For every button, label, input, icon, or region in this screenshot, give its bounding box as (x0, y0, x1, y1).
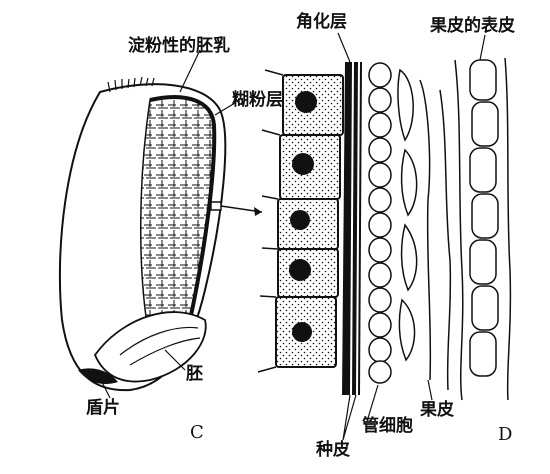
leader-endosperm (179, 49, 201, 93)
leader-cuticle (337, 32, 351, 63)
label-seed-coat: 种皮 (316, 440, 350, 460)
leader-seed-coat (342, 394, 357, 441)
tissue-detail (99, 32, 512, 441)
cuticle-strip (342, 62, 362, 395)
leader-aleurone (214, 102, 236, 116)
pericarp-epidermis-cells (454, 57, 512, 401)
aleurone-band (149, 95, 217, 321)
leader-tube-cells (367, 384, 379, 419)
aleurone-cells (257, 69, 344, 373)
label-cuticle: 角化层 (296, 12, 347, 32)
leader-embryo (164, 349, 186, 371)
label-aleurone: 糊粉层 (232, 90, 283, 110)
label-panel-d: D (498, 424, 513, 445)
embryo-folds (119, 326, 201, 366)
label-scutellum: 盾片 (86, 398, 120, 418)
endosperm-region (140, 96, 215, 346)
embryo-region (93, 311, 207, 383)
label-pericarp-epidermis: 果皮的表皮 (430, 16, 515, 36)
grain-section (58, 76, 263, 392)
label-endosperm: 淀粉性的胚乳 (128, 36, 230, 56)
pericarp-cells (397, 68, 452, 391)
leader-pericarp (427, 379, 433, 401)
tube-cells (368, 62, 392, 384)
label-embryo: 胚 (186, 364, 203, 384)
hairs (107, 76, 155, 93)
scutellum-region (78, 368, 118, 385)
label-pericarp: 果皮 (420, 400, 454, 420)
label-panel-c: C (190, 422, 204, 443)
leader-epidermis (479, 34, 486, 61)
label-tube-cells: 管细胞 (362, 416, 413, 436)
section-marker (210, 201, 222, 211)
leader-scutellum (99, 377, 111, 399)
